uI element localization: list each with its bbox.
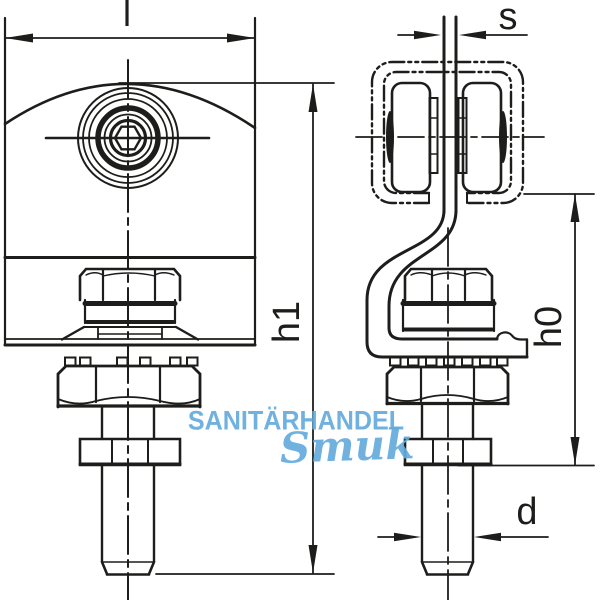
dim-label-l: l xyxy=(123,0,131,34)
track-profile xyxy=(372,62,523,203)
arrowhead xyxy=(570,194,580,222)
arrowhead xyxy=(308,84,318,112)
side-suspension-bolt xyxy=(405,404,491,575)
front-washer-stack xyxy=(85,300,175,323)
arrowhead xyxy=(394,532,421,542)
front-suspension-bolt xyxy=(80,407,180,575)
dimension-d xyxy=(378,532,548,542)
dim-label-h0: h0 xyxy=(528,305,570,349)
front-clamp-plate xyxy=(62,327,198,340)
dim-label-h1: h1 xyxy=(266,300,308,344)
dimension-l xyxy=(5,33,255,43)
hanger-strap xyxy=(444,17,456,212)
dimension-s xyxy=(398,30,527,40)
side-view xyxy=(356,17,544,600)
dimension-h1 xyxy=(119,83,334,574)
side-washer-stack xyxy=(403,300,494,331)
mounting-plate-sides xyxy=(5,18,255,345)
axle-bushings xyxy=(430,98,467,173)
side-hex-nut-top xyxy=(405,269,492,300)
side-hex-nut-big xyxy=(387,367,508,404)
dim-label-d: d xyxy=(516,491,538,533)
arrowhead xyxy=(5,33,33,43)
mounting-plate-arc xyxy=(5,84,255,128)
arrowhead xyxy=(474,532,501,542)
front-hex-nut-top xyxy=(80,269,180,300)
dimension-h0 xyxy=(458,194,594,466)
arrowhead xyxy=(308,545,318,573)
arrowhead xyxy=(570,437,580,465)
front-hex-nut-big xyxy=(58,366,200,407)
front-lock-teeth xyxy=(65,358,198,366)
front-view xyxy=(5,18,255,600)
arrowhead xyxy=(459,30,486,40)
arrowhead xyxy=(227,33,255,43)
strap-bend-foot xyxy=(367,210,527,357)
arrowhead xyxy=(414,30,441,40)
dim-label-s: s xyxy=(498,0,518,38)
side-lock-teeth xyxy=(390,358,508,366)
